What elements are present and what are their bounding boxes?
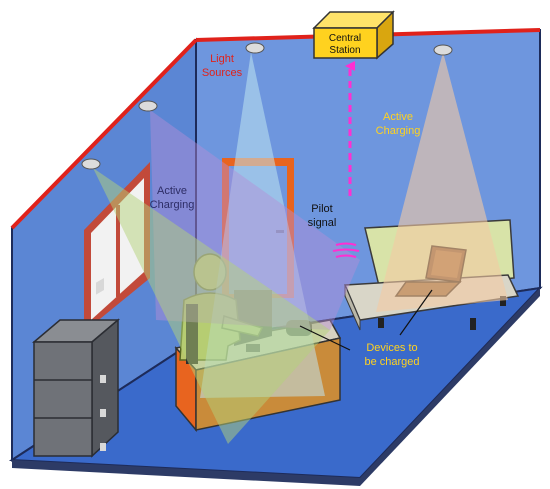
devices-pointer-2	[399, 289, 433, 336]
light-fixture-3	[138, 100, 158, 112]
pilot-signal-label-2: signal	[308, 217, 337, 229]
devices-label-1: Devices to	[366, 342, 417, 354]
devices-pointer-1	[299, 325, 351, 351]
red-edge-left	[10, 38, 198, 230]
light-sources-label-1: Light	[210, 53, 234, 65]
central-station-label-2: Station	[329, 45, 360, 56]
light-fixture-4	[81, 158, 101, 170]
pilot-signal-waves	[332, 242, 360, 258]
active-charging-left-label-2: Charging	[150, 199, 195, 211]
pilot-signal-label-1: Pilot	[311, 203, 332, 215]
light-fixture-2	[433, 44, 453, 56]
light-fixture-1	[245, 42, 265, 54]
central-station-box	[312, 10, 395, 60]
light-cone-peach	[376, 52, 508, 312]
light-cone-green	[93, 168, 330, 444]
active-charging-left-label-1: Active	[157, 185, 187, 197]
active-charging-right-label-1: Active	[383, 111, 413, 123]
devices-label-2: be charged	[364, 356, 419, 368]
light-sources-label-2: Sources	[202, 67, 243, 79]
central-station-label-1: Central	[329, 33, 361, 44]
floor-right-edge	[360, 288, 540, 486]
floor-front-edge	[12, 460, 360, 486]
active-charging-right-label-2: Charging	[376, 125, 421, 137]
filing-cabinet	[31, 277, 121, 458]
